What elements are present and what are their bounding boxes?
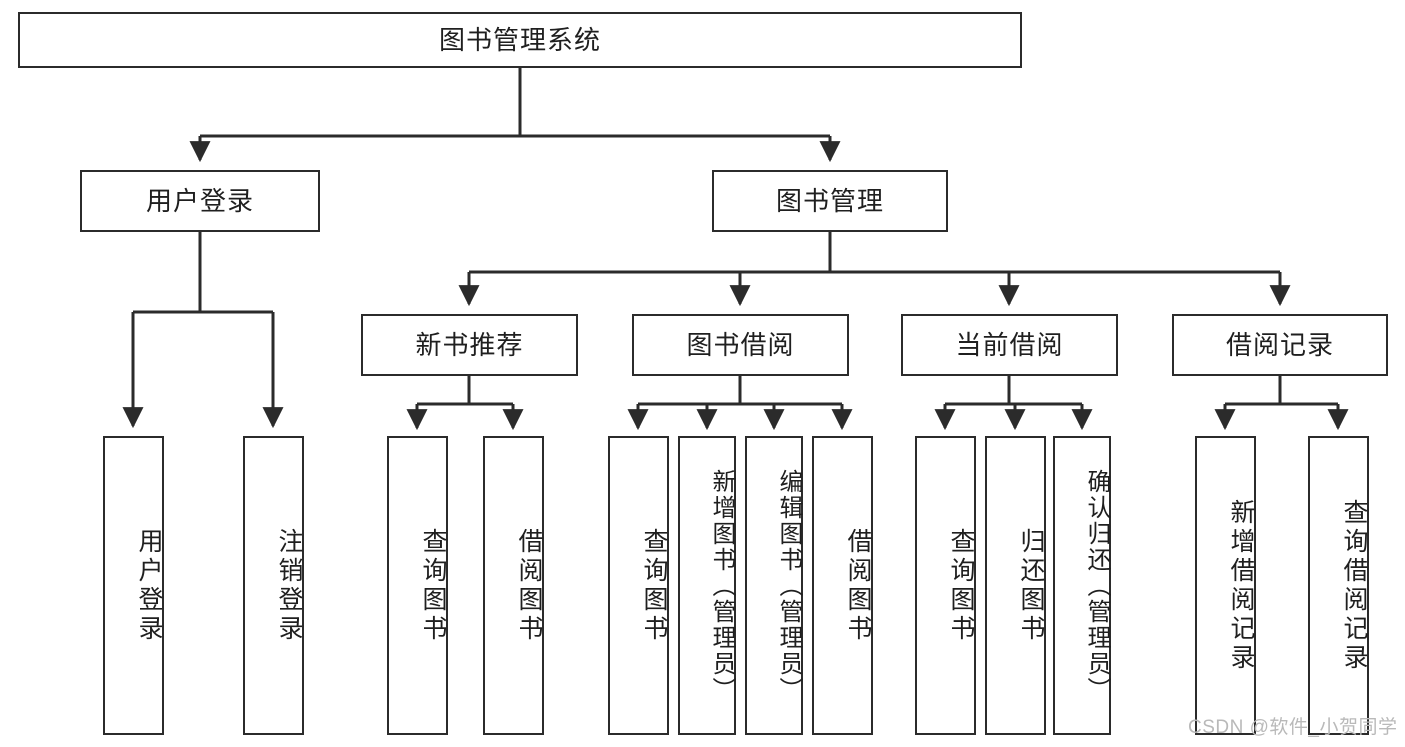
node-leaf-confirm-return-label: 确认归还（管理员） (1083, 468, 1110, 703)
node-leaf-query-book-recommend[interactable]: 查询图书 (387, 436, 448, 735)
node-leaf-add-book-label: 新增图书（管理员） (708, 468, 735, 703)
node-leaf-add-borrow-record-label: 新增借阅记录 (1227, 498, 1255, 673)
node-leaf-add-book[interactable]: 新增图书（管理员） (678, 436, 736, 735)
node-root[interactable]: 图书管理系统 (18, 12, 1022, 68)
node-leaf-query-book-recommend-label: 查询图书 (419, 527, 447, 644)
node-leaf-borrow-book[interactable]: 借阅图书 (812, 436, 873, 735)
node-book-manage[interactable]: 图书管理 (712, 170, 948, 232)
node-user-login[interactable]: 用户登录 (80, 170, 320, 232)
node-leaf-return-book-label: 归还图书 (1017, 527, 1045, 644)
node-leaf-user-login[interactable]: 用户登录 (103, 436, 164, 735)
csdn-watermark: CSDN @软件_小贺同学 (1188, 717, 1398, 738)
node-leaf-edit-book[interactable]: 编辑图书（管理员） (745, 436, 803, 735)
node-leaf-query-book-borrow[interactable]: 查询图书 (608, 436, 669, 735)
node-leaf-borrow-book-recommend[interactable]: 借阅图书 (483, 436, 544, 735)
node-leaf-borrow-book-label: 借阅图书 (844, 527, 872, 644)
node-leaf-query-book-borrow-label: 查询图书 (640, 527, 668, 644)
node-user-login-label: 用户登录 (145, 185, 254, 216)
node-leaf-query-borrow-record-label: 查询借阅记录 (1340, 498, 1368, 673)
node-leaf-add-borrow-record[interactable]: 新增借阅记录 (1195, 436, 1256, 735)
node-leaf-query-book-current[interactable]: 查询图书 (915, 436, 976, 735)
node-new-book-recommend-label: 新书推荐 (415, 329, 524, 360)
node-leaf-edit-book-label: 编辑图书（管理员） (775, 468, 802, 703)
node-current-borrow[interactable]: 当前借阅 (901, 314, 1118, 376)
node-leaf-confirm-return[interactable]: 确认归还（管理员） (1053, 436, 1111, 735)
node-leaf-query-borrow-record[interactable]: 查询借阅记录 (1308, 436, 1369, 735)
node-borrow-record[interactable]: 借阅记录 (1172, 314, 1388, 376)
node-root-label: 图书管理系统 (438, 24, 601, 55)
node-current-borrow-label: 当前借阅 (955, 329, 1064, 360)
node-book-borrow-label: 图书借阅 (686, 329, 795, 360)
node-leaf-borrow-book-recommend-label: 借阅图书 (515, 527, 543, 644)
node-borrow-record-label: 借阅记录 (1225, 329, 1334, 360)
node-leaf-logout[interactable]: 注销登录 (243, 436, 304, 735)
node-leaf-query-book-current-label: 查询图书 (947, 527, 975, 644)
node-leaf-user-login-label: 用户登录 (135, 527, 163, 644)
node-new-book-recommend[interactable]: 新书推荐 (361, 314, 578, 376)
node-book-manage-label: 图书管理 (775, 185, 884, 216)
node-book-borrow[interactable]: 图书借阅 (632, 314, 849, 376)
node-leaf-return-book[interactable]: 归还图书 (985, 436, 1046, 735)
node-leaf-logout-label: 注销登录 (275, 527, 303, 644)
